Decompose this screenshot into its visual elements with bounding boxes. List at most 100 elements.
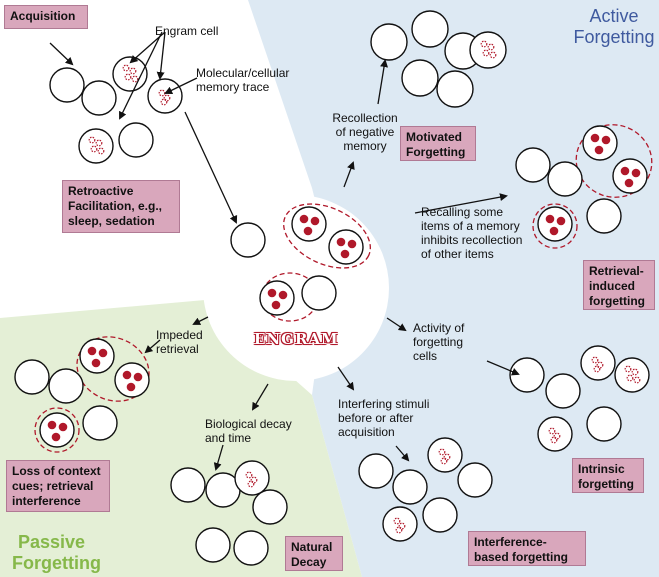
loss-line-2: cues; retrieval — [12, 479, 94, 493]
neuron-cell — [509, 357, 545, 393]
engram-trace-dot — [299, 214, 309, 224]
engram-grouping — [283, 203, 371, 269]
active-forgetting-title: Active Forgetting — [570, 6, 658, 48]
molecular-trace-speck — [88, 136, 96, 144]
activity-line-2: forgetting — [413, 335, 464, 349]
engram-title: ENGRAM — [254, 330, 339, 348]
engram-trace-dot — [267, 288, 277, 298]
flow-arrow — [184, 111, 238, 224]
motivated-forgetting-box: Motivated Forgetting — [400, 126, 476, 161]
neuron-cell — [78, 128, 114, 164]
molecular-trace-speck — [131, 75, 139, 83]
flow-arrow — [251, 383, 269, 411]
neuron-cell — [401, 59, 439, 97]
interference-based-forgetting-box: Interference- based forgetting — [468, 531, 586, 566]
recalling-label: Recalling some items of a memory inhibit… — [421, 205, 522, 261]
engram-trace-dot — [620, 166, 630, 176]
engram-trace-dot — [594, 145, 604, 155]
neuron-cell — [48, 368, 84, 404]
motivated-line-2: Forgetting — [406, 145, 466, 159]
recollection-label: Recollection of negative memory — [325, 111, 405, 153]
engram-cell-label: Engram cell — [155, 24, 219, 38]
loss-line-3: interference — [12, 494, 81, 508]
molecular-trace-speck — [247, 480, 255, 488]
molecular-trace-speck — [95, 139, 103, 147]
neuron-cell — [230, 222, 266, 258]
loss-of-context-box: Loss of context cues; retrieval interfer… — [6, 460, 110, 512]
natural-line-2: Decay — [291, 555, 327, 569]
trace-line-1: Molecular/cellular — [196, 66, 290, 80]
neuron-cell — [422, 497, 458, 533]
molecular-trace-speck — [591, 356, 599, 364]
retrieval-line-3: forgetting — [589, 294, 645, 308]
activity-label: Activity of forgetting cells — [413, 321, 464, 363]
neuron-cell — [291, 206, 327, 242]
molecular-trace-speck — [626, 374, 634, 382]
flow-arrow — [192, 316, 209, 325]
molecular-trace-speck — [489, 51, 497, 59]
retroactive-facilitation-box: Retroactive Facilitation, e.g., sleep, s… — [62, 180, 180, 233]
interfering-line-3: acquisition — [338, 425, 395, 439]
engram-trace-dot — [590, 133, 600, 143]
engram-trace-dot — [98, 348, 108, 358]
neuron-cell — [114, 362, 150, 398]
molecular-trace-speck — [624, 365, 632, 373]
engram-trace-dot — [133, 372, 143, 382]
impeded-line-1: Impeded — [156, 328, 203, 342]
neuron-cell — [14, 359, 50, 395]
neuron-cell — [537, 416, 573, 452]
impeded-line-2: retrieval — [156, 342, 199, 356]
neuron-cell — [81, 80, 117, 116]
recalling-line-3: inhibits recollection — [421, 233, 523, 247]
flow-arrow — [414, 193, 508, 214]
passive-forgetting-title: Passive Forgetting — [12, 532, 101, 574]
molecular-trace-speck — [596, 361, 604, 369]
neuron-cell — [147, 78, 183, 114]
recollection-line-2: of negative — [335, 125, 395, 139]
neuron-cell — [233, 530, 269, 566]
retrieval-induced-forgetting-box: Retrieval- induced forgetting — [583, 260, 655, 310]
molecular-trace-speck — [631, 368, 639, 376]
biological-label: Biological decay and time — [205, 417, 292, 445]
recalling-line-2: items of a memory — [421, 219, 520, 233]
engram-trace-dot — [91, 358, 101, 368]
natural-decay-box: Natural Decay — [285, 536, 343, 571]
molecular-trace-speck — [129, 67, 137, 75]
molecular-trace-speck — [440, 457, 448, 465]
acquisition-box: Acquisition — [4, 5, 88, 29]
acquisition-label: Acquisition — [10, 9, 76, 23]
flow-arrow — [213, 444, 224, 471]
neuron-cell — [580, 345, 616, 381]
neuron-cell — [82, 405, 118, 441]
engram-trace-dot — [278, 290, 288, 300]
molecular-trace-speck — [482, 49, 490, 57]
engram-trace-dot — [340, 249, 350, 259]
motivated-line-1: Motivated — [406, 130, 463, 144]
engram-trace-dot — [624, 178, 634, 188]
engram-grouping — [34, 407, 80, 453]
recalling-line-4: of other items — [421, 247, 494, 261]
engram-trace-dot — [51, 432, 61, 442]
flow-arrow — [486, 360, 520, 376]
engram-trace-dot — [549, 226, 559, 236]
engram-trace-dot — [556, 216, 566, 226]
recollection-line-3: memory — [343, 139, 387, 153]
neuron-cell — [614, 357, 650, 393]
neuron-cell — [170, 467, 206, 503]
neuron-cell — [586, 406, 622, 442]
neuron-cell — [358, 453, 394, 489]
flow-arrow — [156, 31, 166, 80]
activity-line-1: Activity of — [413, 321, 465, 335]
flow-arrow — [164, 77, 198, 94]
engram-trace-dot — [310, 216, 320, 226]
molecular-trace-speck — [438, 448, 446, 456]
flow-arrow — [343, 161, 355, 188]
interfering-label: Interfering stimuli before or after acqu… — [338, 397, 429, 439]
natural-line-1: Natural — [291, 540, 333, 554]
engram-trace-dot — [58, 422, 68, 432]
engram-trace-dot — [271, 300, 281, 310]
intrinsic-line-1: Intrinsic — [578, 462, 625, 476]
molecular-trace-speck — [553, 432, 561, 440]
molecular-trace-speck — [393, 517, 401, 525]
flow-arrow — [395, 445, 410, 462]
